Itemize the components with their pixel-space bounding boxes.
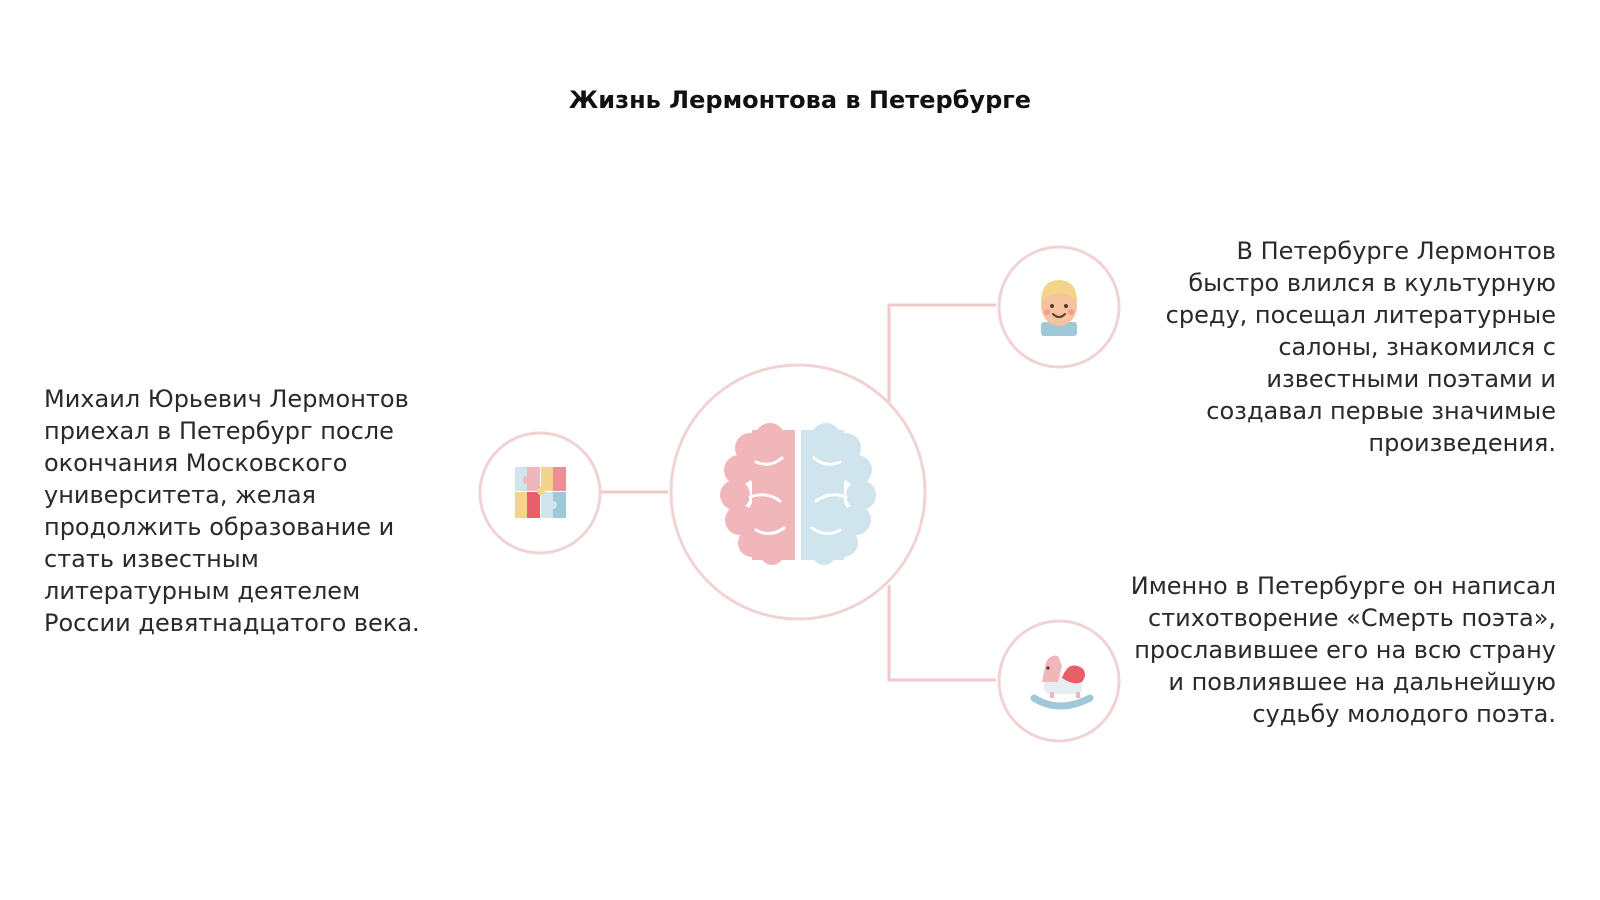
rocking-horse-icon (1030, 655, 1094, 710)
left-node (478, 431, 602, 555)
right-bottom-node-text: Именно в Петербурге он написал стихотвор… (1130, 572, 1556, 728)
connector-right-bottom (887, 585, 996, 682)
brain-icon (720, 423, 876, 565)
connector-right-top (887, 303, 996, 405)
right-bottom-node (997, 619, 1121, 743)
puzzle-icon (515, 467, 566, 518)
page-title: Жизнь Лермонтова в Петербурге (568, 86, 1032, 114)
child-face-icon (1041, 280, 1077, 336)
right-top-node (997, 245, 1121, 369)
center-node (669, 363, 927, 621)
connectors (600, 303, 996, 682)
right-top-node-text: В Петербурге Лермонтов быстро влился в к… (1165, 237, 1556, 457)
left-node-text: Михаил Юрьевич Лермонтов приехал в Петер… (44, 385, 420, 637)
